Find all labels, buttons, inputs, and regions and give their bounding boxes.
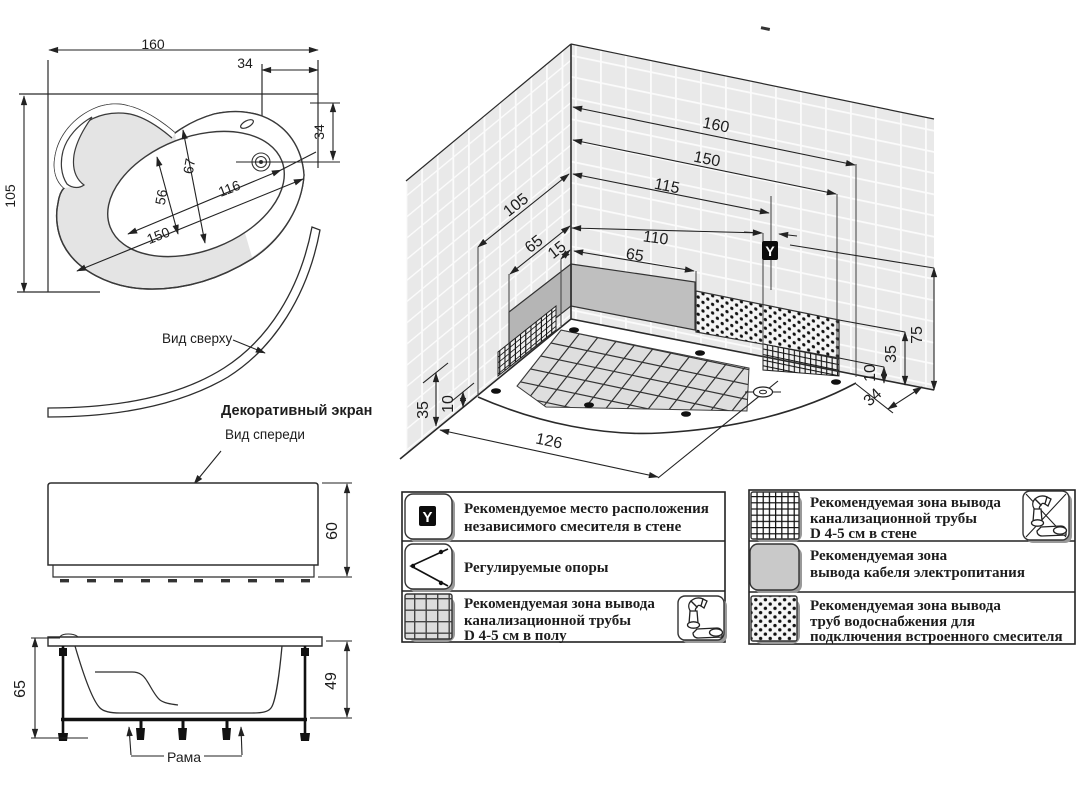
svg-text:35: 35 [883, 345, 900, 363]
svg-text:Вид сверху: Вид сверху [162, 331, 233, 346]
svg-text:160: 160 [141, 36, 165, 52]
svg-text:независимого смесителя в стене: независимого смесителя в стене [464, 519, 682, 535]
svg-text:Декоративный экран: Декоративный экран [221, 403, 372, 419]
svg-text:D 4-5 см в стене: D 4-5 см в стене [810, 526, 917, 542]
svg-text:49: 49 [323, 672, 340, 690]
svg-text:Рекомендуемая зона вывода: Рекомендуемая зона вывода [464, 596, 655, 612]
svg-text:Рекомендуемая зона: Рекомендуемая зона [810, 548, 948, 564]
svg-text:D 4-5 см в полу: D 4-5 см в полу [464, 628, 567, 644]
svg-text:Y: Y [422, 509, 432, 526]
svg-text:Вид спереди: Вид спереди [225, 427, 305, 442]
svg-text:канализационной трубы: канализационной трубы [810, 511, 977, 527]
svg-text:труб водоснабжения для: труб водоснабжения для [810, 614, 975, 630]
svg-text:115: 115 [653, 176, 681, 198]
svg-text:Рекомендуемая зона вывода: Рекомендуемая зона вывода [810, 495, 1001, 511]
svg-text:65: 65 [625, 246, 645, 266]
svg-text:126: 126 [534, 431, 564, 453]
svg-text:67: 67 [180, 157, 198, 175]
svg-text:34: 34 [237, 55, 253, 71]
svg-text:Регулируемые опоры: Регулируемые опоры [464, 560, 609, 576]
svg-text:канализационной трубы: канализационной трубы [464, 613, 631, 629]
svg-text:Рама: Рама [167, 749, 201, 765]
svg-text:116: 116 [216, 177, 243, 200]
svg-text:вывода кабеля электропитания: вывода кабеля электропитания [810, 565, 1025, 581]
svg-text:10: 10 [440, 395, 457, 413]
svg-text:160: 160 [701, 115, 731, 137]
svg-text:56: 56 [152, 188, 170, 206]
svg-text:150: 150 [692, 149, 722, 171]
svg-text:60: 60 [324, 522, 341, 540]
svg-text:35: 35 [415, 401, 432, 419]
svg-text:65: 65 [12, 680, 29, 698]
svg-text:110: 110 [642, 228, 670, 248]
svg-text:Рекомендуемая зона вывода: Рекомендуемая зона вывода [810, 598, 1001, 614]
svg-text:150: 150 [144, 224, 172, 247]
svg-text:34: 34 [861, 385, 886, 410]
svg-text:Y: Y [765, 243, 775, 259]
svg-text:10: 10 [862, 364, 879, 382]
svg-text:34: 34 [311, 124, 327, 140]
svg-text:подключения встроенного смесит: подключения встроенного смесителя [810, 629, 1063, 645]
svg-text:105: 105 [2, 184, 18, 208]
svg-text:Рекомендуемое место расположен: Рекомендуемое место расположения [464, 501, 709, 517]
svg-text:75: 75 [909, 326, 926, 344]
